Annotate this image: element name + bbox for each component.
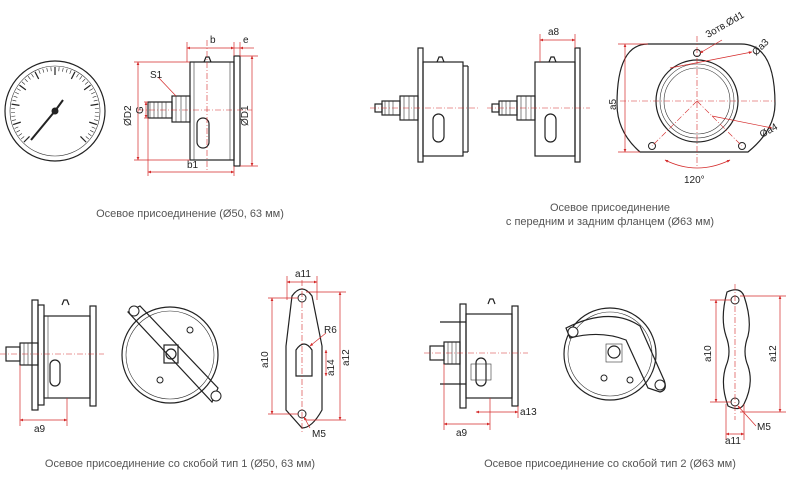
dial-tick — [15, 91, 19, 95]
axial-side-view — [134, 40, 258, 176]
label-b: b — [210, 35, 216, 46]
caption-bracket1: Осевое присоединение со скобой тип 1 (Ø5… — [44, 458, 316, 470]
dial-tick — [89, 121, 98, 126]
axial-front-view — [4, 60, 106, 162]
label-e: e — [243, 35, 249, 46]
label-m5-2: M5 — [757, 422, 771, 433]
label-d1: ØD1 — [240, 105, 251, 126]
label-m5-1: M5 — [312, 429, 326, 440]
label-a5: a5 — [608, 98, 619, 110]
dial-tick — [83, 84, 91, 91]
gauge-needle — [30, 110, 56, 141]
label-a11-1: a11 — [295, 269, 311, 280]
dial-tick — [76, 73, 79, 78]
caption-bracket2: Осевое присоединение со скобой тип 2 (Ø6… — [484, 458, 736, 470]
caption-flange-line2: с передним и задним фланцем (Ø63 мм) — [505, 216, 715, 228]
dial-tick — [13, 95, 18, 98]
dial-tick — [87, 133, 92, 136]
dial-tick — [21, 81, 26, 85]
label-a4: Øa4 — [758, 121, 780, 140]
dial-tick — [11, 115, 16, 117]
dial-tick — [23, 136, 30, 143]
dial-tick — [65, 68, 68, 73]
flange-side-view-1 — [370, 47, 478, 163]
dial-tick — [34, 71, 40, 80]
dial-tick — [82, 78, 86, 83]
dial-tick — [16, 130, 21, 133]
dial-tick — [90, 103, 99, 106]
dial-tick — [16, 88, 21, 91]
label-g: G — [135, 106, 146, 114]
label-b1: b1 — [187, 160, 199, 171]
flange-side-view-2 — [487, 34, 590, 163]
label-a10-2: a10 — [703, 345, 714, 362]
dial-tick — [91, 91, 95, 95]
dial-tick — [38, 69, 41, 74]
dial-tick — [92, 95, 97, 98]
dial-tick — [11, 119, 17, 121]
dial-tick — [93, 119, 99, 121]
label-holes: 3отв.Ød1 — [704, 10, 747, 41]
dial-tick — [91, 126, 96, 129]
dial-tick — [89, 88, 94, 91]
label-r6: R6 — [324, 325, 337, 336]
label-a9-2: a9 — [456, 428, 468, 439]
dial-tick — [20, 136, 25, 140]
dial-tick — [84, 81, 89, 85]
bracket2-rear-view — [563, 307, 666, 401]
dial-tick — [69, 69, 72, 74]
dial-tick — [18, 133, 23, 136]
label-d2: ØD2 — [123, 105, 134, 126]
dial-tick — [42, 68, 45, 73]
dial-tick — [93, 99, 98, 102]
dial-tick — [11, 103, 20, 106]
dial-tick — [27, 76, 31, 80]
dial-tick — [46, 67, 48, 72]
label-angle: 120° — [684, 175, 705, 186]
bracket1-plate-view — [268, 276, 346, 432]
dial-tick — [94, 115, 99, 117]
caption-axial: Осевое присоединение (Ø50, 63 мм) — [96, 208, 284, 220]
dial-tick — [79, 76, 83, 80]
label-s1: S1 — [150, 70, 163, 81]
dial-tick — [19, 84, 27, 91]
label-a11-2: a11 — [725, 436, 741, 447]
label-a3: Øa3 — [750, 37, 771, 58]
dial-tick — [70, 71, 76, 80]
bracket1-rear-view — [121, 305, 222, 404]
label-a14: a14 — [326, 359, 337, 376]
label-a8: a8 — [548, 27, 560, 38]
dial-tick — [14, 126, 19, 129]
bracket2-side-view — [424, 298, 528, 430]
label-a9-1: a9 — [34, 424, 46, 435]
caption-flange-line1: Осевое присоединение — [549, 202, 671, 214]
label-a12-2: a12 — [768, 345, 779, 362]
dial-tick — [89, 130, 94, 133]
dial-tick — [62, 67, 64, 72]
dial-tick — [80, 136, 87, 143]
dial-tick — [85, 136, 90, 140]
dial-tick — [31, 73, 34, 78]
bracket2-plate-view — [710, 284, 786, 440]
label-a10-1: a10 — [260, 351, 271, 368]
dial-tick — [12, 99, 17, 102]
label-a12-1: a12 — [341, 349, 352, 366]
label-a13: a13 — [520, 407, 537, 418]
dial-tick — [24, 78, 28, 83]
dial-scale — [11, 67, 99, 143]
dial-tick — [12, 121, 21, 126]
bracket1-side-view — [0, 299, 104, 426]
flange-front-view — [616, 36, 776, 169]
